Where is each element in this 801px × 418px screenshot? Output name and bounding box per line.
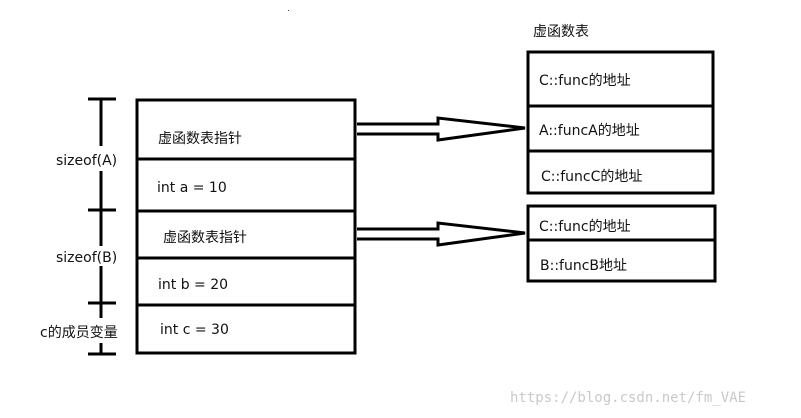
vtable-a-entry: C::func的地址 [539, 73, 631, 89]
vtable-title: 虚函数表 [533, 24, 589, 40]
vptr-b-label: 虚函数表指针 [163, 230, 247, 246]
arrows [357, 116, 526, 247]
c-members-label: c的成员变量 [40, 325, 118, 341]
vtable-a-entry: A::funcA的地址 [539, 123, 640, 139]
stray-dot [288, 10, 289, 11]
vtable-b-entry: B::funcB地址 [540, 258, 627, 274]
watermark: https://blog.csdn.net/fm_VAE [510, 390, 746, 406]
vtable-a [526, 50, 715, 195]
arrow-vptr-b [357, 221, 526, 247]
size-brackets [88, 97, 116, 356]
vtable-b [526, 204, 717, 283]
vtable-a-entry: C::funcC的地址 [541, 169, 642, 185]
object-layout [135, 98, 357, 355]
arrow-vptr-a [357, 116, 526, 142]
member-c-label: int c = 30 [160, 322, 229, 338]
sizeof-a-label: sizeof(A) [56, 153, 117, 169]
vtable-b-border [526, 204, 717, 283]
vtable-a-border [526, 50, 715, 195]
member-b-label: int b = 20 [158, 277, 228, 293]
vtable-b-entry: C::func的地址 [539, 219, 631, 235]
object-layout-border [135, 98, 357, 355]
vptr-a-label: 虚函数表指针 [158, 131, 242, 147]
member-a-label: int a = 10 [157, 180, 227, 196]
sizeof-b-label: sizeof(B) [56, 250, 117, 266]
